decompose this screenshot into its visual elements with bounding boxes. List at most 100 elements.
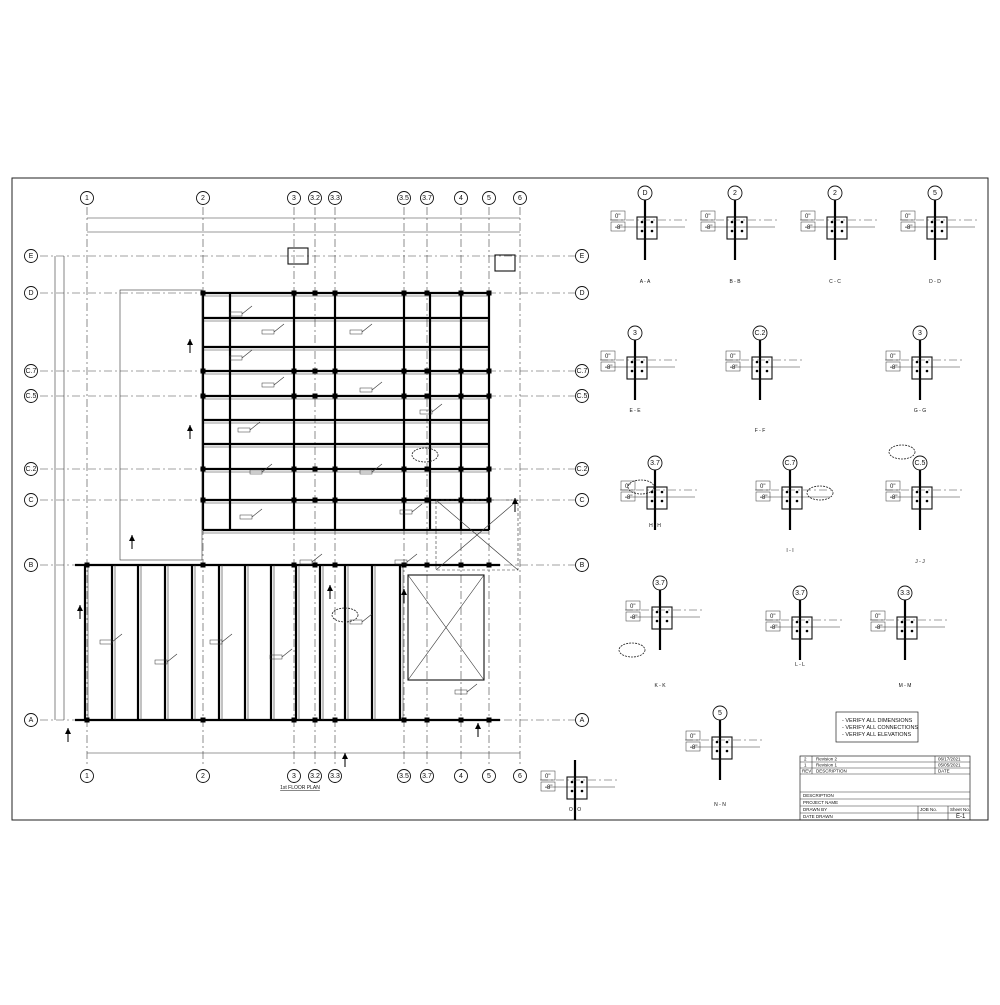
grid-bubble-bottom-4: 4 xyxy=(454,769,468,783)
leader-line xyxy=(411,503,423,513)
date-header: DATE xyxy=(938,769,950,774)
detail-label: O - O xyxy=(569,807,581,813)
svg-text:C: C xyxy=(579,497,584,504)
elevation-tag-minus-8: -8" xyxy=(875,625,882,631)
detail-3: 20"-8"C - C xyxy=(800,185,880,285)
bolt-icon xyxy=(940,229,944,233)
detail-bubble-label: 3.7 xyxy=(650,460,660,467)
elevation-tag-minus-8: -8" xyxy=(625,495,632,501)
member-tag-14 xyxy=(209,639,223,645)
steel-column xyxy=(84,562,90,568)
detail-13: 3.30"-8"M - M xyxy=(870,585,950,689)
detail-bubble xyxy=(637,185,653,201)
leader-line xyxy=(261,463,273,473)
svg-text:1: 1 xyxy=(85,773,89,780)
steel-column xyxy=(332,717,338,723)
bolt-icon xyxy=(665,610,669,614)
steel-column xyxy=(291,290,297,296)
bolt-icon xyxy=(925,360,929,364)
elevation-tag-0: 0" xyxy=(890,354,895,360)
detail-14: 50"-8"N - N xyxy=(685,705,765,808)
grid-bubble-left-C: C xyxy=(24,493,38,507)
grid-bubble-top-5: 5 xyxy=(482,191,496,205)
grid-bubble-bottom-2: 2 xyxy=(196,769,210,783)
bolt-icon xyxy=(755,369,759,373)
sheet-border xyxy=(11,177,989,821)
bolt-icon xyxy=(915,499,919,503)
rev-2-date: 06/17/2021 xyxy=(938,757,961,762)
elevation-tag-0: 0" xyxy=(545,774,550,780)
steel-column xyxy=(401,562,407,568)
detail-label: I - I xyxy=(786,548,793,554)
steel-column xyxy=(332,497,338,503)
svg-text:4: 4 xyxy=(459,195,463,202)
grid-bubble-right-B: B xyxy=(575,558,589,572)
steel-column xyxy=(84,717,90,723)
section-cut-mark-3 xyxy=(77,605,83,619)
svg-text:C.7: C.7 xyxy=(577,368,588,375)
bolt-icon xyxy=(915,369,919,373)
bolt-icon xyxy=(570,789,574,793)
elevation-tag-box xyxy=(600,361,616,372)
elevation-tag-box xyxy=(765,610,781,621)
sheet-label: Sheet No. xyxy=(950,807,970,812)
member-tag-2 xyxy=(229,355,243,361)
detail-plate xyxy=(781,486,803,510)
steel-column xyxy=(424,497,430,503)
elevation-tag-box xyxy=(885,361,901,372)
elevation-tag-minus-8: -8" xyxy=(705,225,712,231)
detail-bubble-label: 2 xyxy=(733,190,737,197)
leader-line xyxy=(281,648,293,658)
detail-label: B - B xyxy=(729,279,741,285)
detail-11: 3.70"-8"K - K xyxy=(625,575,705,689)
leader-line xyxy=(431,403,443,413)
field-drawn-by: DRAWN BY xyxy=(803,807,827,812)
steel-column xyxy=(401,497,407,503)
elevation-tag-minus-8: -8" xyxy=(760,495,767,501)
member-tag-11 xyxy=(399,509,413,515)
section-cut-mark-0 xyxy=(187,339,193,353)
bolt-icon xyxy=(765,369,769,373)
svg-text:3.2: 3.2 xyxy=(310,195,320,202)
detail-plate xyxy=(896,616,918,640)
svg-text:C.2: C.2 xyxy=(26,466,37,473)
elevation-tag-box xyxy=(885,480,901,491)
elevation-tag-0: 0" xyxy=(605,354,610,360)
grid-bubble-bottom-3.7: 3.7 xyxy=(420,769,434,783)
detail-bubble xyxy=(792,585,808,601)
detail-plate xyxy=(911,486,933,510)
leader-line xyxy=(273,376,285,386)
detail-plate xyxy=(726,216,748,240)
leader-line xyxy=(273,323,285,333)
elevation-tag-box xyxy=(800,221,816,232)
steel-column xyxy=(424,368,430,374)
steel-column xyxy=(332,368,338,374)
svg-text:E: E xyxy=(29,253,34,260)
steel-column xyxy=(486,717,492,723)
grid-bubble-bottom-3: 3 xyxy=(287,769,301,783)
steel-column xyxy=(458,290,464,296)
detail-label: E - E xyxy=(629,408,641,414)
detail-bubble xyxy=(897,585,913,601)
leader-line xyxy=(311,553,323,563)
steel-column xyxy=(200,290,206,296)
elevation-tag-minus-8: -8" xyxy=(805,225,812,231)
bolt-icon xyxy=(660,499,664,503)
detail-plate xyxy=(646,486,668,510)
rev-1-date: 05/05/2021 xyxy=(938,763,961,768)
svg-text:C: C xyxy=(28,497,33,504)
bolt-icon xyxy=(630,369,634,373)
detail-plate xyxy=(651,606,673,630)
section-cut-mark-2 xyxy=(129,535,135,549)
leader-line xyxy=(466,683,478,693)
elevation-tag-box xyxy=(610,210,626,221)
steel-column xyxy=(312,717,318,723)
detail-1: D0"-8"A - A xyxy=(610,185,690,285)
member-tag-3 xyxy=(261,382,275,388)
bolt-icon xyxy=(640,369,644,373)
detail-label: A - A xyxy=(640,279,651,285)
steel-column xyxy=(401,717,407,723)
elevation-tag-box xyxy=(725,350,741,361)
detail-bubble-label: C.5 xyxy=(915,460,926,467)
